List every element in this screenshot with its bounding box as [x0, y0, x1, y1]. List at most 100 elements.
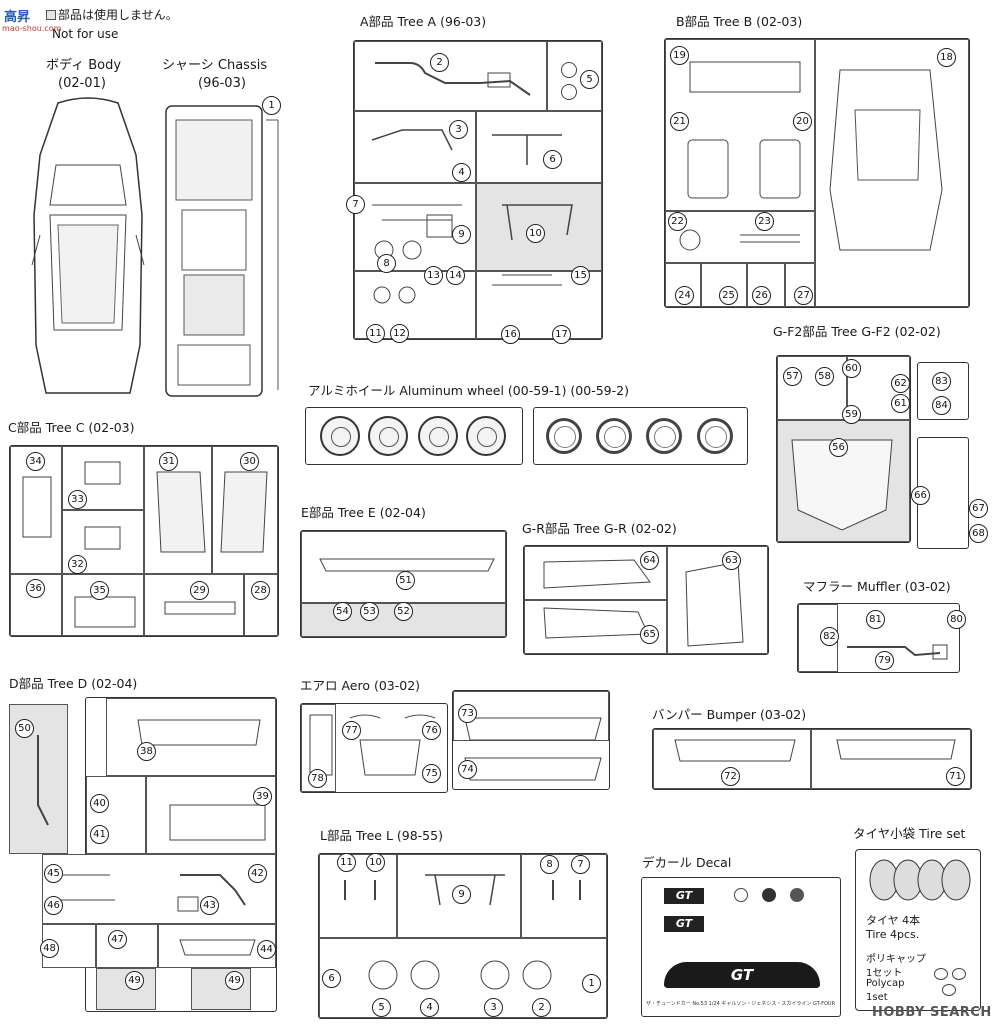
- tree-gf2-part-67: 67: [969, 499, 988, 518]
- tree-a-part-9: 9: [452, 225, 471, 244]
- tree-d-part-50: 50: [15, 719, 34, 738]
- tree-a-part-2: 2: [430, 53, 449, 72]
- chassis-label: シャーシ Chassis: [162, 58, 268, 73]
- tree-d-part-45: 45: [44, 864, 63, 883]
- tree-l-part-4: 4: [420, 998, 439, 1017]
- tree-b-frame: [664, 38, 970, 308]
- decal-title: デカール Decal: [642, 855, 732, 870]
- aero-part-77: 77: [342, 721, 361, 740]
- tree-d-parts-drawing: [37, 719, 266, 956]
- tree-a-part-5b-shape: [561, 84, 577, 100]
- tree-b-part-20: 20: [793, 112, 812, 131]
- tree-b-parts-drawing: [679, 61, 943, 251]
- polycap-icon-1: [934, 968, 948, 980]
- tree-e-title: E部品 Tree E (02-04): [301, 505, 426, 520]
- tree-a-part-11: 11: [366, 324, 385, 343]
- polycap-ring-3: [646, 418, 682, 454]
- not-for-use-jp: 部品は使用しません。: [58, 8, 178, 22]
- wheel-2: [368, 416, 408, 456]
- polycap-ring-2: [596, 418, 632, 454]
- tree-l-part-10: 10: [366, 853, 385, 872]
- wheel-4: [466, 416, 506, 456]
- chassis-drawing: [165, 105, 279, 397]
- tire-qty-en: Tire 4pcs.: [866, 928, 920, 941]
- tree-c-part-34: 34: [26, 452, 45, 471]
- polycap-icon-2: [952, 968, 966, 980]
- watermark: HOBBY SEARCH: [872, 1005, 992, 1020]
- tree-d-part-43: 43: [200, 896, 219, 915]
- polycap-en: Polycap: [866, 978, 905, 989]
- tree-gf2-part-60: 60: [842, 359, 861, 378]
- tire-qty-jp: タイヤ 4本: [866, 914, 921, 927]
- tree-b-part-21: 21: [670, 112, 689, 131]
- tree-l-title: L部品 Tree L (98-55): [320, 828, 443, 843]
- tree-b-part-27: 27: [794, 286, 813, 305]
- tree-gr-part-63: 63: [722, 551, 741, 570]
- tree-b-part-24: 24: [675, 286, 694, 305]
- tree-l-part-11: 11: [337, 853, 356, 872]
- tree-a-part-14: 14: [446, 266, 465, 285]
- aero-title: エアロ Aero (03-02): [300, 678, 421, 693]
- decal-gt-logo-1: GT: [664, 888, 704, 904]
- tree-c-title: C部品 Tree C (02-03): [8, 420, 135, 435]
- tree-l-part-6: 6: [322, 969, 341, 988]
- tree-c-frame: [9, 445, 279, 637]
- decal-windshield-banner: GT: [664, 962, 820, 988]
- bumper-part-71: 71: [946, 767, 965, 786]
- tree-b-title: B部品 Tree B (02-03): [676, 14, 803, 29]
- tree-l-part-1: 1: [582, 974, 601, 993]
- tree-c-part-28: 28: [251, 581, 270, 600]
- tree-a-part-17: 17: [552, 325, 571, 344]
- tree-d-part-41: 41: [90, 825, 109, 844]
- tree-d-part-40: 40: [90, 794, 109, 813]
- tree-b-part-23: 23: [755, 212, 774, 231]
- aero-part-78: 78: [308, 769, 327, 788]
- tree-e-part-52: 52: [394, 602, 413, 621]
- tree-d-part-46: 46: [44, 896, 63, 915]
- tire-bag: タイヤ 4本 Tire 4pcs. ポリキャップ 1セット Polycap 1s…: [855, 849, 981, 1011]
- tree-a-part-5-shape: [561, 62, 577, 78]
- tree-c-part-31: 31: [159, 452, 178, 471]
- tree-d-part-49a: 49: [125, 971, 144, 990]
- tree-gf2-part-61: 61: [891, 394, 910, 413]
- tree-b-part-26: 26: [752, 286, 771, 305]
- tree-gr-part-65: 65: [640, 625, 659, 644]
- aero-part-74: 74: [458, 760, 477, 779]
- tree-c-part-35: 35: [90, 581, 109, 600]
- tree-l-frame: [318, 853, 608, 1019]
- body-shell-drawing: [31, 97, 145, 394]
- tree-a-part-12: 12: [390, 324, 409, 343]
- chassis-part-number: 1: [262, 96, 281, 115]
- tree-c-part-30: 30: [240, 452, 259, 471]
- logo-text: 高昇: [4, 10, 31, 25]
- tree-c-part-33: 33: [68, 490, 87, 509]
- tree-gf2-part-59: 59: [842, 405, 861, 424]
- polycap-ring-1: [546, 418, 582, 454]
- tree-gf2-part-68: 68: [969, 524, 988, 543]
- tire-stack-drawing: [869, 859, 971, 901]
- muffler-title: マフラー Muffler (03-02): [803, 579, 951, 594]
- aero-part-76: 76: [422, 721, 441, 740]
- tree-a-part-13: 13: [424, 266, 443, 285]
- tree-gr-part-64: 64: [640, 551, 659, 570]
- logo-sub: mao-shou.com: [2, 24, 62, 33]
- tree-gf2-part-57: 57: [783, 367, 802, 386]
- tree-a-part-6: 6: [543, 150, 562, 169]
- tree-gr-title: G-R部品 Tree G-R (02-02): [522, 521, 677, 536]
- tree-l-part-9: 9: [452, 885, 471, 904]
- aero-part-75: 75: [422, 764, 441, 783]
- chassis-code: (96-03): [198, 76, 246, 91]
- tree-b-part-19: 19: [670, 46, 689, 65]
- tree-b-part-25: 25: [719, 286, 738, 305]
- muffler-part-79: 79: [875, 651, 894, 670]
- tree-gf2-part-58: 58: [815, 367, 834, 386]
- tree-d-part-44: 44: [257, 940, 276, 959]
- bumper-drawing: [674, 739, 956, 762]
- tire-title: タイヤ小袋 Tire set: [853, 826, 966, 841]
- wheel-1: [320, 416, 360, 456]
- tree-b-part-18: 18: [937, 48, 956, 67]
- tree-e-part-54: 54: [333, 602, 352, 621]
- decal-sheet: GT GT GT ザ・チューンドカー No.53 1/24 ギャルソン・ジェネシ…: [641, 877, 841, 1017]
- tree-d-part-42: 42: [248, 864, 267, 883]
- tree-l-part-8: 8: [540, 855, 559, 874]
